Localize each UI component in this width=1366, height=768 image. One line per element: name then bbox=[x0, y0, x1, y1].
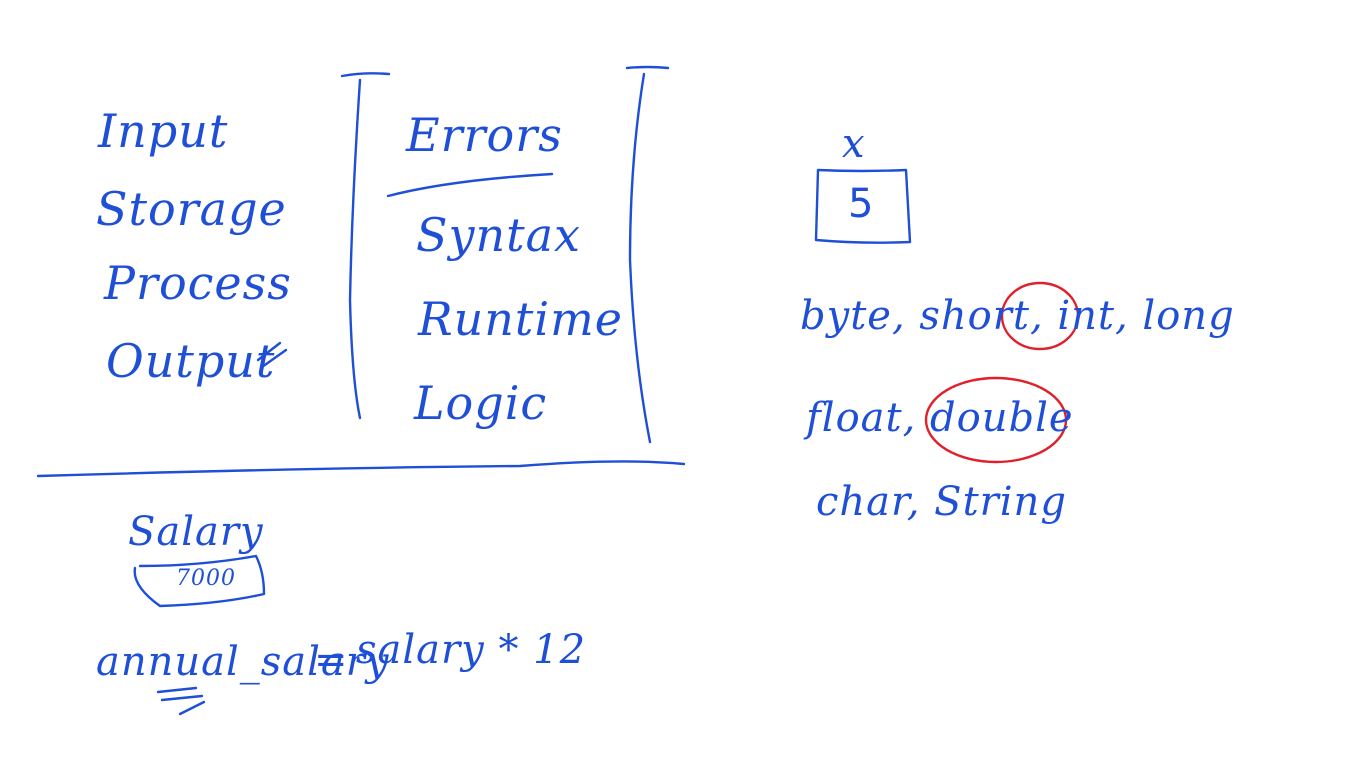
left-list-item-storage: Storage bbox=[96, 182, 287, 236]
text-types-line: char, String bbox=[816, 479, 1067, 525]
annual-salary-underline bbox=[156, 686, 206, 716]
formula-expression: salary * 12 bbox=[356, 627, 587, 673]
variable-value: 5 bbox=[848, 181, 875, 227]
errors-item-syntax: Syntax bbox=[416, 208, 581, 262]
variable-box-outline bbox=[814, 168, 912, 244]
formula-equals: = bbox=[314, 637, 349, 683]
section-divider-line bbox=[36, 460, 686, 478]
salary-label: Salary bbox=[128, 509, 264, 555]
salary-value-shape bbox=[133, 554, 266, 608]
left-list-item-process: Process bbox=[104, 256, 292, 310]
double-highlight-circle bbox=[924, 376, 1068, 464]
integer-types-line: byte, short, int, long bbox=[800, 293, 1235, 339]
errors-box-right-bracket bbox=[625, 65, 670, 444]
variable-name: x bbox=[842, 121, 866, 167]
checkmark-scribble bbox=[256, 341, 288, 369]
left-list-item-output: Output bbox=[106, 334, 276, 388]
left-list-item-input: Input bbox=[98, 104, 229, 158]
errors-title-underline bbox=[386, 172, 554, 198]
errors-item-logic: Logic bbox=[414, 376, 548, 430]
int-highlight-circle bbox=[1000, 281, 1080, 351]
salary-value: 7000 bbox=[176, 566, 236, 591]
annual-salary-variable: annual_salary bbox=[96, 639, 390, 685]
errors-item-runtime: Runtime bbox=[418, 292, 623, 346]
errors-box-left-bracket bbox=[340, 72, 391, 420]
errors-title: Errors bbox=[406, 108, 563, 162]
float-types-line: float, double bbox=[806, 395, 1074, 441]
